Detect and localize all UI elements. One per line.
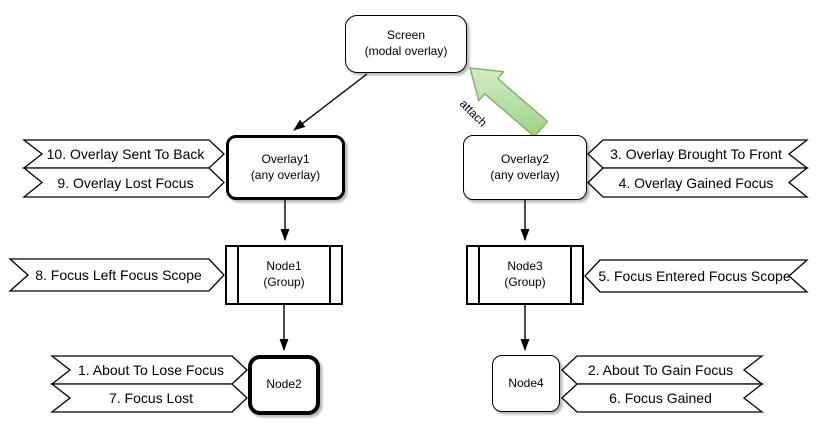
banner-focus-gained-shape (561, 383, 764, 413)
banner-overlay-lost-focus-label: 9. Overlay Lost Focus (57, 174, 194, 191)
banner-focus-gained-label: 6. Focus Gained (609, 390, 712, 406)
group-right-bar (570, 247, 572, 303)
node-label: Overlay1 (261, 151, 310, 166)
node-sublabel: (any overlay) (490, 167, 560, 182)
banner-overlay-gained-focus-shape (587, 167, 809, 198)
banner-focus-entered-focus-scope-label: 5. Focus Entered Focus Scope (598, 268, 791, 284)
banner-overlay-lost-focus-shape (22, 167, 225, 198)
node-overlay1: Overlay1 (any overlay) (226, 135, 345, 200)
node-sublabel: (modal overlay) (364, 44, 448, 58)
banner-overlay-gained-focus-label: 4. Overlay Gained Focus (618, 174, 774, 191)
node-label: Node4 (508, 375, 544, 390)
group-left-bar (237, 247, 239, 303)
node-node3-group: Node3 (Group) (466, 245, 584, 305)
banner-focus-entered-focus-scope-shape (584, 259, 809, 293)
node-label: Node3 (507, 259, 543, 274)
banner-about-to-lose-focus-label: 1. About To Lose Focus (77, 362, 225, 378)
banner-about-to-gain-focus-label: 2. About To Gain Focus (587, 362, 734, 378)
edge-screen-to-overlay1 (293, 73, 368, 131)
node-label: Node2 (266, 377, 302, 392)
node-sublabel: (any overlay) (250, 167, 321, 182)
node-overlay2: Overlay2 (any overlay) (463, 135, 587, 200)
banner-focus-left-focus-scope-label: 8. Focus Left Focus Scope (35, 267, 202, 283)
node-screen: Screen (modal overlay) (345, 15, 467, 73)
node-label: Node1 (266, 259, 302, 274)
banner-overlay-brought-to-front-label: 3. Overlay Brought To Front (610, 146, 782, 162)
node-label: Screen (386, 28, 426, 43)
banner-focus-lost-shape (50, 383, 248, 413)
attach-arrow (469, 67, 549, 138)
group-right-bar (329, 247, 331, 303)
banner-focus-left-focus-scope-shape (8, 258, 225, 292)
node-node4: Node4 (492, 355, 560, 412)
banner-overlay-sent-to-back-label: 10. Overlay Sent To Back (46, 146, 205, 162)
node-sublabel: (Group) (504, 275, 546, 289)
node-sublabel: (Group) (263, 275, 305, 289)
banner-focus-lost-label: 7. Focus Lost (108, 390, 194, 406)
node-label: Overlay2 (500, 151, 550, 166)
node-node1-group: Node1 (Group) (225, 245, 343, 305)
group-left-bar (478, 247, 480, 303)
node-node2: Node2 (248, 355, 320, 415)
